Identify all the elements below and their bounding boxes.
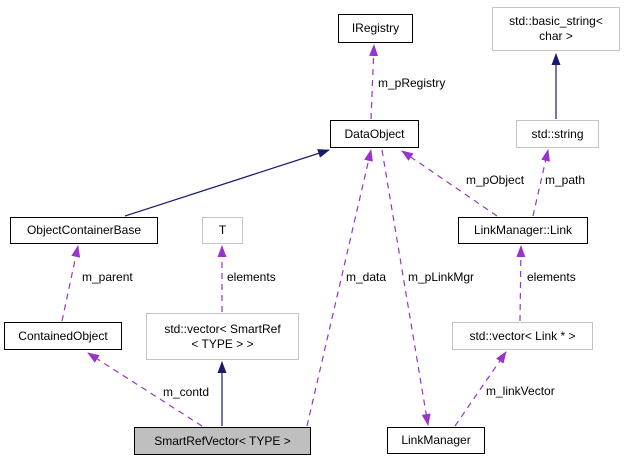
node-linkmanager-link[interactable]: LinkManager::Link: [458, 217, 588, 244]
node-label: T: [218, 223, 227, 237]
node-label: SmartRefVector< TYPE >: [154, 433, 291, 448]
edge-inherit-objectcontainerbase-to-dataobject: [124, 149, 330, 217]
node-smartrefvector[interactable]: SmartRefVector< TYPE >: [134, 427, 311, 455]
edge-usage-m-pobject: [401, 150, 498, 217]
node-label: IRegistry: [351, 21, 400, 35]
edge-label-m-linkvector: m_linkVector: [486, 384, 555, 398]
edge-usage-m-plinkmgr: [381, 149, 431, 426]
edge-label-elements-link: elements: [527, 270, 576, 284]
node-std-vector-link: std::vector< Link * >: [452, 322, 593, 350]
node-label: std::basic_string< char >: [509, 14, 603, 43]
node-linkmanager[interactable]: LinkManager: [387, 427, 485, 454]
edge-label-m-parent: m_parent: [82, 270, 133, 284]
node-objectcontainerbase[interactable]: ObjectContainerBase: [10, 217, 158, 244]
node-std-string: std::string: [516, 120, 599, 148]
edge-label-m-data: m_data: [346, 270, 387, 284]
edge-usage-m-data: [306, 149, 373, 427]
node-label: std::vector< SmartRef < TYPE > >: [164, 321, 281, 351]
node-label: LinkManager::Link: [473, 223, 573, 237]
edge-label-m-plinkmgr: m_pLinkMgr: [408, 270, 475, 284]
edge-label-m-pobject: m_pObject: [466, 173, 525, 187]
node-label: DataObject: [344, 126, 405, 141]
edge-usage-elements-link: [516, 245, 526, 322]
node-iregistry[interactable]: IRegistry: [338, 14, 413, 43]
node-std-basic-string: std::basic_string< char >: [492, 7, 620, 51]
edge-label-m-pregistry: m_pRegistry: [378, 76, 446, 90]
node-t: T: [202, 217, 243, 244]
edge-label-m-contd: m_contd: [163, 385, 210, 399]
node-containedobject[interactable]: ContainedObject: [4, 322, 122, 350]
node-dataobject[interactable]: DataObject: [330, 120, 419, 148]
edge-usage-m-path: [532, 149, 550, 217]
edge-label-m-path: m_path: [545, 173, 586, 187]
node-label: std::vector< Link * >: [469, 328, 576, 343]
edge-usage-m-parent: [61, 245, 81, 322]
node-label: ContainedObject: [18, 328, 108, 343]
node-label: std::string: [531, 126, 584, 141]
edge-label-elements-t: elements: [227, 270, 276, 284]
edge-usage-m-contd: [87, 352, 203, 427]
node-std-vector-smartref: std::vector< SmartRef < TYPE > >: [146, 313, 299, 360]
node-label: LinkManager: [401, 433, 471, 447]
edge-usage-m-pregistry: [369, 44, 379, 120]
node-label: ObjectContainerBase: [26, 223, 142, 237]
edge-usage-m-linkvector: [454, 351, 507, 427]
